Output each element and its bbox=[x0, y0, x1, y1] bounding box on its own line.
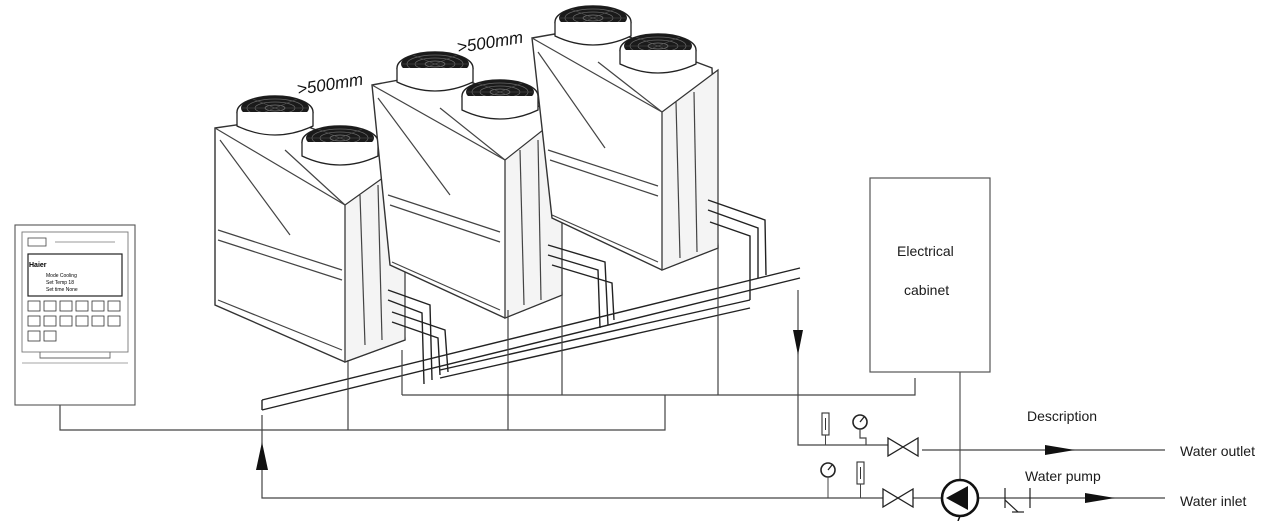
cabinet-label-line2: cabinet bbox=[904, 282, 949, 298]
clearance-label-left: >500mm bbox=[296, 70, 365, 99]
controller-screen-line: Set time None bbox=[46, 287, 78, 293]
gate-valve-icon bbox=[882, 487, 914, 509]
fan-icon bbox=[619, 33, 697, 74]
cabinet-label-line1: Electrical bbox=[897, 243, 954, 259]
water-outlet-label: Water outlet bbox=[1180, 443, 1255, 459]
check-valve-icon bbox=[1004, 488, 1031, 513]
water-pump-label: Water pump bbox=[1025, 468, 1101, 484]
controller-screen bbox=[27, 253, 123, 297]
flow-arrow-icon bbox=[1045, 445, 1075, 455]
water-inlet-label: Water inlet bbox=[1180, 493, 1247, 509]
pressure-gauge-icon bbox=[852, 414, 868, 445]
header-pipes bbox=[261, 199, 801, 411]
flow-arrow-icon bbox=[1085, 493, 1115, 503]
outlet-instruments bbox=[821, 412, 919, 458]
clearance-label-right: >500mm bbox=[456, 28, 525, 57]
controller-keypad bbox=[27, 300, 121, 342]
gate-valve-icon bbox=[887, 436, 919, 458]
fan-icon bbox=[396, 51, 474, 92]
flow-arrow-icon bbox=[256, 442, 268, 470]
water-lines bbox=[256, 330, 1165, 503]
pressure-gauge-icon bbox=[820, 462, 836, 498]
controller-screen-line: Mode Cooling bbox=[46, 273, 77, 279]
inlet-instruments bbox=[820, 372, 1031, 522]
fan-icon bbox=[301, 125, 379, 166]
chiller-unit-1 bbox=[214, 95, 406, 363]
controller-screen-line: Set Temp 18 bbox=[46, 280, 74, 286]
flow-arrow-icon bbox=[793, 330, 803, 355]
pump-icon bbox=[940, 372, 980, 522]
thermometer-icon bbox=[856, 461, 865, 498]
description-label: Description bbox=[1027, 408, 1097, 424]
wired-controller bbox=[14, 224, 136, 406]
thermometer-icon bbox=[821, 412, 830, 445]
fan-icon bbox=[461, 79, 539, 120]
fan-icon bbox=[236, 95, 314, 136]
chiller-unit-2 bbox=[371, 51, 563, 319]
fan-icon bbox=[554, 5, 632, 46]
controller-brand: Haier bbox=[29, 262, 47, 269]
control-wiring bbox=[59, 245, 916, 446]
electrical-cabinet bbox=[869, 177, 991, 373]
